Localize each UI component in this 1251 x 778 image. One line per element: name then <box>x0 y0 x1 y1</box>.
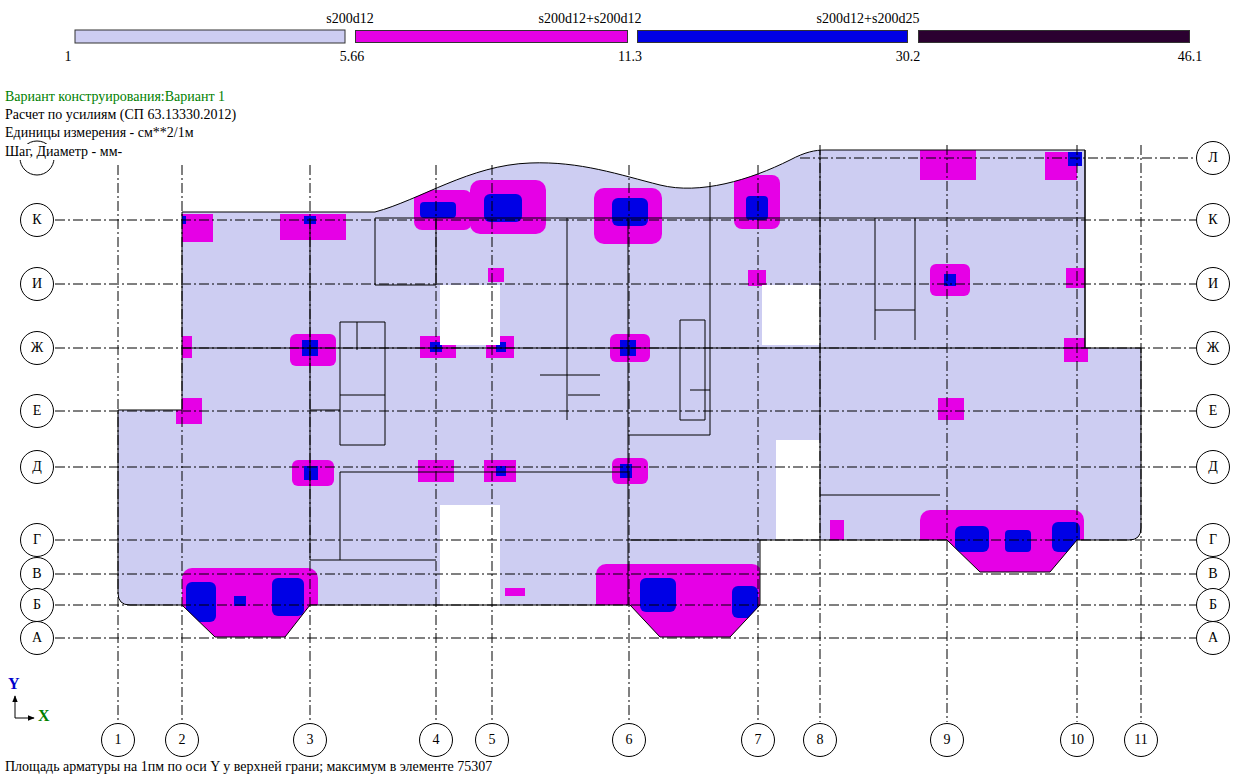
axis-bubble: 6 <box>612 723 646 757</box>
reinforcement-zones <box>175 150 1088 638</box>
axis-bubble: 9 <box>930 723 964 757</box>
scale-swatch <box>75 30 345 43</box>
axis-bubble: И <box>1196 267 1230 301</box>
axis-letter: 5 <box>489 732 496 748</box>
axis-letter: Е <box>1209 403 1218 419</box>
axis-bubble: 11 <box>1124 723 1158 757</box>
axis-letter: Л <box>1208 150 1218 166</box>
axis-bubble: 10 <box>1060 723 1094 757</box>
axis-bubble: Г <box>20 523 54 557</box>
axis-letter: 7 <box>755 732 762 748</box>
legend-label: s200d12+s200d12 <box>539 11 642 27</box>
axis-bubble: К <box>20 203 54 237</box>
axis-bubble: 7 <box>741 723 775 757</box>
axis-bubble: А <box>1196 621 1230 655</box>
legend-swatch <box>918 30 1190 43</box>
slab-openings <box>440 285 820 605</box>
axis-bubble: К <box>1196 203 1230 237</box>
axis-letter: 6 <box>626 732 633 748</box>
calc-note: Расчет по усилиям (СП 63.13330.2012) <box>5 107 236 123</box>
scale-value: 1 <box>65 49 72 65</box>
axis-bubble: И <box>20 267 54 301</box>
axis-letter: Д <box>1208 459 1218 475</box>
axis-bubble: Д <box>1196 450 1230 484</box>
axis-letter: К <box>32 212 41 228</box>
legend-label: s200d12 <box>326 11 373 27</box>
zone-blue <box>178 152 1082 622</box>
axis-bubble: Ж <box>20 331 54 365</box>
axis-bubble: Е <box>20 394 54 428</box>
axis-bubble: В <box>20 557 54 591</box>
axis-bubble: Д <box>20 450 54 484</box>
axis-name: X <box>38 708 50 724</box>
axis-bubble: 3 <box>293 723 327 757</box>
units-note: Единицы измерения - см**2/1м <box>5 125 194 141</box>
axis-bubble: В <box>1196 557 1230 591</box>
axis-letter: А <box>32 630 42 646</box>
plot-caption: Площадь арматуры на 1пм по оси Y у верхн… <box>5 759 492 775</box>
axis-letter: Ж <box>1207 340 1220 356</box>
axis-bubble: 8 <box>803 723 837 757</box>
wall-lines <box>182 150 1085 605</box>
legend-swatch <box>355 30 628 43</box>
axis-bubble: А <box>20 621 54 655</box>
legend-swatch <box>637 30 908 43</box>
legend-label: s200d12+s200d25 <box>817 11 920 27</box>
zone-pink <box>175 150 1088 638</box>
axis-bubble: 2 <box>165 723 199 757</box>
scale-value: 5.66 <box>340 49 365 65</box>
axis-letter: 4 <box>433 732 440 748</box>
axis-letter: К <box>1208 212 1217 228</box>
axis-letter: 2 <box>179 732 186 748</box>
axis-letter: 3 <box>307 732 314 748</box>
axis-bubble: 1 <box>101 723 135 757</box>
axis-letter: Г <box>33 532 41 548</box>
axis-letter: Ж <box>31 340 44 356</box>
axis-bubble: 4 <box>419 723 453 757</box>
axis-letter: Е <box>33 403 42 419</box>
axis-bubble: Л <box>1196 141 1230 175</box>
axis-letter: Г <box>1209 532 1217 548</box>
axis-name: Y <box>8 676 20 692</box>
axis-bubble: 5 <box>475 723 509 757</box>
axis-letter: 11 <box>1134 732 1147 748</box>
axis-bubble: Б <box>20 588 54 622</box>
variant-note: Вариант конструирования:Вариант 1 <box>5 89 225 105</box>
axis-bubble: Г <box>1196 523 1230 557</box>
axis-letter: 10 <box>1070 732 1084 748</box>
axis-letter: В <box>1208 566 1217 582</box>
axis-letter: Д <box>32 459 42 475</box>
axis-letter: А <box>1208 630 1218 646</box>
step-note: Шаг, Диаметр - мм- <box>5 144 125 160</box>
axis-letter: 9 <box>944 732 951 748</box>
coordinate-axes <box>15 696 34 718</box>
axis-bubble: Е <box>1196 394 1230 428</box>
axis-letter: И <box>1208 276 1218 292</box>
axis-letter: 1 <box>115 732 122 748</box>
axis-letter: Б <box>33 597 41 613</box>
scale-value: 30.2 <box>896 49 921 65</box>
axis-letter: 8 <box>817 732 824 748</box>
axis-bubble: Б <box>1196 588 1230 622</box>
axis-letter: В <box>32 566 41 582</box>
scale-value: 11.3 <box>618 49 642 65</box>
axis-bubble: Ж <box>1196 331 1230 365</box>
grid-axes <box>55 145 1196 722</box>
axis-letter: И <box>32 276 42 292</box>
axis-letter: Б <box>1209 597 1217 613</box>
scale-value: 46.1 <box>1178 49 1203 65</box>
